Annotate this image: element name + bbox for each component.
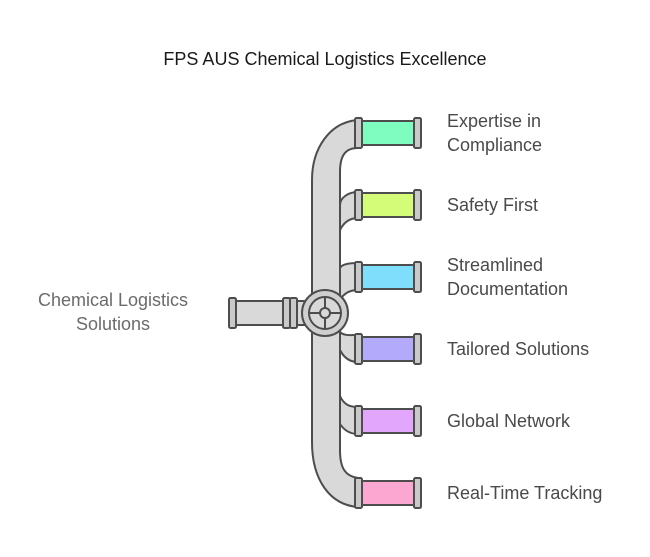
branch-connector-2 xyxy=(354,189,422,221)
branch-connector-5 xyxy=(354,405,422,437)
branch-flange-inner xyxy=(354,477,363,509)
branch-label-line1: Expertise in xyxy=(447,111,542,131)
inlet-pipe xyxy=(228,297,306,329)
branch-flange-outer xyxy=(413,333,422,365)
branch-connector-4 xyxy=(354,333,422,365)
branch-label-5: Global Network xyxy=(447,409,647,433)
branch-flange-outer xyxy=(413,117,422,149)
branch-flange-outer xyxy=(413,405,422,437)
branch-flange-outer xyxy=(413,477,422,509)
branch-flange-inner xyxy=(354,333,363,365)
branch-flange-inner xyxy=(354,189,363,221)
branch-label-4: Tailored Solutions xyxy=(447,337,647,361)
branch-label-line1: Streamlined xyxy=(447,255,544,275)
inlet-end-cap xyxy=(228,297,237,329)
branch-connector-6 xyxy=(354,477,422,509)
branch-label-6: Real-Time Tracking xyxy=(447,481,647,505)
branch-label-line2: Documentation xyxy=(447,279,569,299)
branch-flange-inner xyxy=(354,405,363,437)
inlet-tube xyxy=(235,300,285,326)
branch-connector-3 xyxy=(354,261,422,293)
branch-tube xyxy=(361,408,415,434)
source-label-line2: Solutions xyxy=(75,314,151,334)
branch-label-line1: Tailored Solutions xyxy=(447,339,590,359)
branch-label-line1: Safety First xyxy=(447,195,539,215)
branch-tube xyxy=(361,264,415,290)
branch-connectors xyxy=(354,117,422,509)
branch-tube xyxy=(361,192,415,218)
branch-label-line1: Real-Time Tracking xyxy=(447,483,603,503)
branch-label-line2: Compliance xyxy=(447,135,543,155)
branch-flange-outer xyxy=(413,189,422,221)
branch-label-1: Expertise in Compliance xyxy=(447,109,647,157)
inlet-flange-b xyxy=(289,297,298,329)
branch-tube xyxy=(361,120,415,146)
diagram-title: FPS AUS Chemical Logistics Excellence xyxy=(163,49,487,69)
branch-tube xyxy=(361,480,415,506)
branch-flange-inner xyxy=(354,261,363,293)
valve-hub xyxy=(319,307,331,319)
branch-connector-1 xyxy=(354,117,422,149)
valve xyxy=(301,289,349,337)
branch-label-line1: Global Network xyxy=(447,411,571,431)
source-label-line1: Chemical Logistics xyxy=(37,290,189,310)
inlet-flange-a xyxy=(282,297,291,329)
source-label: Chemical Logistics Solutions xyxy=(18,288,208,336)
branch-flange-inner xyxy=(354,117,363,149)
branch-tube xyxy=(361,336,415,362)
branch-flange-outer xyxy=(413,261,422,293)
branch-label-2: Safety First xyxy=(447,193,647,217)
